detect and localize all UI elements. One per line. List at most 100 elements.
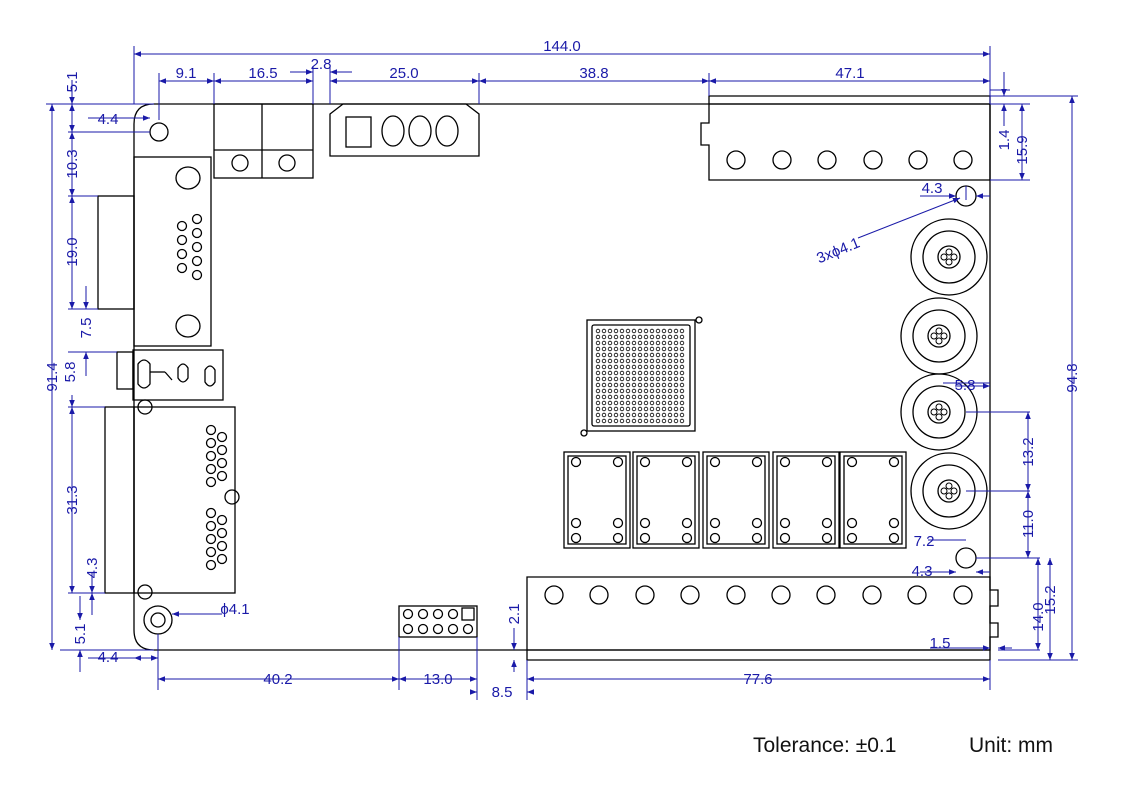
bga-ball [643,418,649,424]
dim-db9-height: 19.0 [64,237,81,266]
bga-ball [643,370,649,376]
bga-ball [655,382,661,388]
bga-ball [631,388,637,394]
capacitor-pin [940,332,948,340]
bga-ball [661,406,667,412]
bga-ball [625,328,631,334]
two-pin-terminal [213,103,314,179]
bga-ball [661,364,667,370]
bga-ball [595,370,601,376]
bga-ball [607,364,613,370]
bga-ball [661,388,667,394]
bga-ball [661,394,667,400]
bga-ball [661,358,667,364]
bga-ball [661,334,667,340]
bga-ball [655,376,661,382]
bga-ball [655,334,661,340]
bga-ball [667,376,673,382]
bga-ball [679,346,685,352]
relay-5 [839,451,907,549]
bga-ball [631,394,637,400]
bga-ball [595,376,601,382]
bga-ball [661,352,667,358]
bga-ball [643,358,649,364]
dim-bottom-terminal-offset: 8.5 [492,684,513,701]
dim-bottom-edge: 1.5 [930,635,951,652]
bga-ball [625,400,631,406]
bga-ball [625,334,631,340]
bga-ball [607,346,613,352]
bga-ball [613,352,619,358]
bga-ball [625,412,631,418]
bga-ball [655,370,661,376]
bga-ball [607,388,613,394]
bga-ball [643,394,649,400]
bga-ball [667,346,673,352]
bga-ball [595,340,601,346]
bga-ball [637,364,643,370]
bga-ball [601,334,607,340]
bga-ball [667,358,673,364]
dim-gap-small: 2.8 [311,56,332,73]
bga-ball [643,346,649,352]
bga-ball [649,370,655,376]
relay-1 [563,451,631,549]
bga-ball [631,346,637,352]
bga-ball [619,394,625,400]
dim-relay-offset: 5.8 [955,377,976,394]
power-connector [329,103,480,157]
bga-ball [637,376,643,382]
bga-ball [637,340,643,346]
bga-ball [619,382,625,388]
bga-ball [625,394,631,400]
capacitor-pin [945,482,953,490]
bga-ball [637,370,643,376]
bga-ball [649,328,655,334]
bga-ball [595,418,601,424]
mounting-hole-top-left [149,122,169,142]
bga-ball [643,388,649,394]
capacitor-1 [910,218,988,296]
board-outline-group [97,95,999,661]
bga-ball [601,418,607,424]
bga-ball [679,340,685,346]
bga-ball [643,382,649,388]
capacitor-pin [945,492,953,500]
dim-right-hole-x: 4.3 [922,180,943,197]
capacitor-pin [930,408,938,416]
bga-ball [673,388,679,394]
bga-ball [679,358,685,364]
dim-lower-connector: 31.3 [64,485,81,514]
bga-ball [625,376,631,382]
bga-ball [613,418,619,424]
mounting-hole-bottom-left [143,605,173,635]
dim-header-offset: 40.2 [263,671,292,688]
bga-ball [637,412,643,418]
bga-ball [595,364,601,370]
bga-ball [601,370,607,376]
bga-ball [673,376,679,382]
bga-ball [625,370,631,376]
bga-ball [655,400,661,406]
bga-ball [601,394,607,400]
bga-ball [595,400,601,406]
bga-ball [667,370,673,376]
bga-ball [607,358,613,364]
bga-ball [613,376,619,382]
bga-ball [649,334,655,340]
capacitor-2 [900,297,978,375]
bga-ball [643,400,649,406]
bga-ball [661,328,667,334]
bga-ball [679,382,685,388]
bga-ball [607,418,613,424]
bga-ball [649,364,655,370]
bga-ball [655,364,661,370]
bga-ball [655,394,661,400]
bga-ball [595,352,601,358]
bga-ball [601,406,607,412]
bga-processor-chip [580,316,703,437]
bga-ball [619,346,625,352]
bga-ball [631,340,637,346]
capacitor-pin [950,487,958,495]
